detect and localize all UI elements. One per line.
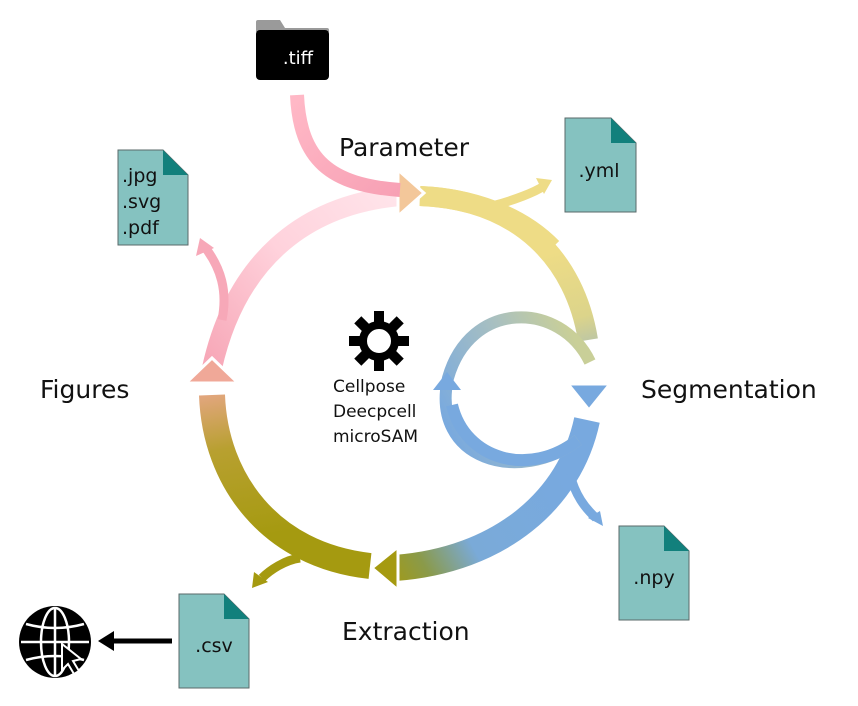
- figure-format-svg: .svg: [122, 191, 161, 213]
- arrowhead-parameter: [396, 166, 427, 220]
- input-flow-arrow: [290, 94, 401, 197]
- globe-icon: [19, 606, 91, 678]
- stage-figures: Figures: [40, 375, 129, 404]
- arrowhead-extraction: [369, 543, 400, 594]
- branch-to-npy: [565, 472, 600, 522]
- stage-extraction: Extraction: [342, 617, 470, 646]
- tool-microsam: microSAM: [333, 427, 418, 447]
- export-arrow: [98, 631, 172, 651]
- stage-segmentation: Segmentation: [641, 375, 817, 404]
- csv-file-label: .csv: [195, 635, 233, 657]
- arc-extraction-to-figures: [199, 394, 372, 579]
- figure-format-jpg: .jpg: [122, 165, 157, 187]
- input-file-label: .tiff: [283, 48, 314, 69]
- npy-file-label: .npy: [633, 567, 674, 589]
- branch-to-yml: [490, 182, 547, 211]
- tool-deepcell: Deecpcell: [333, 402, 416, 422]
- figure-files-icon: .jpg .svg .pdf: [117, 149, 189, 246]
- arrowhead-figures: [182, 355, 242, 385]
- csv-file-icon: .csv: [178, 593, 250, 689]
- branch-to-csv: [258, 553, 301, 582]
- branch-to-figure-files: [203, 247, 229, 321]
- arc-segmentation-to-extraction: [393, 417, 600, 581]
- arc-figures-to-parameter: [202, 186, 401, 371]
- gear-icon: [349, 311, 409, 371]
- npy-file-icon: .npy: [618, 525, 690, 621]
- loop-arrowhead: [433, 372, 461, 390]
- yml-file-icon: .yml: [564, 117, 637, 213]
- folder-icon: .tiff: [256, 20, 329, 80]
- stage-parameter: Parameter: [339, 133, 470, 162]
- arrowhead-segmentation: [564, 382, 614, 413]
- yml-file-label: .yml: [578, 160, 619, 182]
- figure-format-pdf: .pdf: [122, 217, 160, 239]
- tool-cellpose: Cellpose: [333, 377, 405, 397]
